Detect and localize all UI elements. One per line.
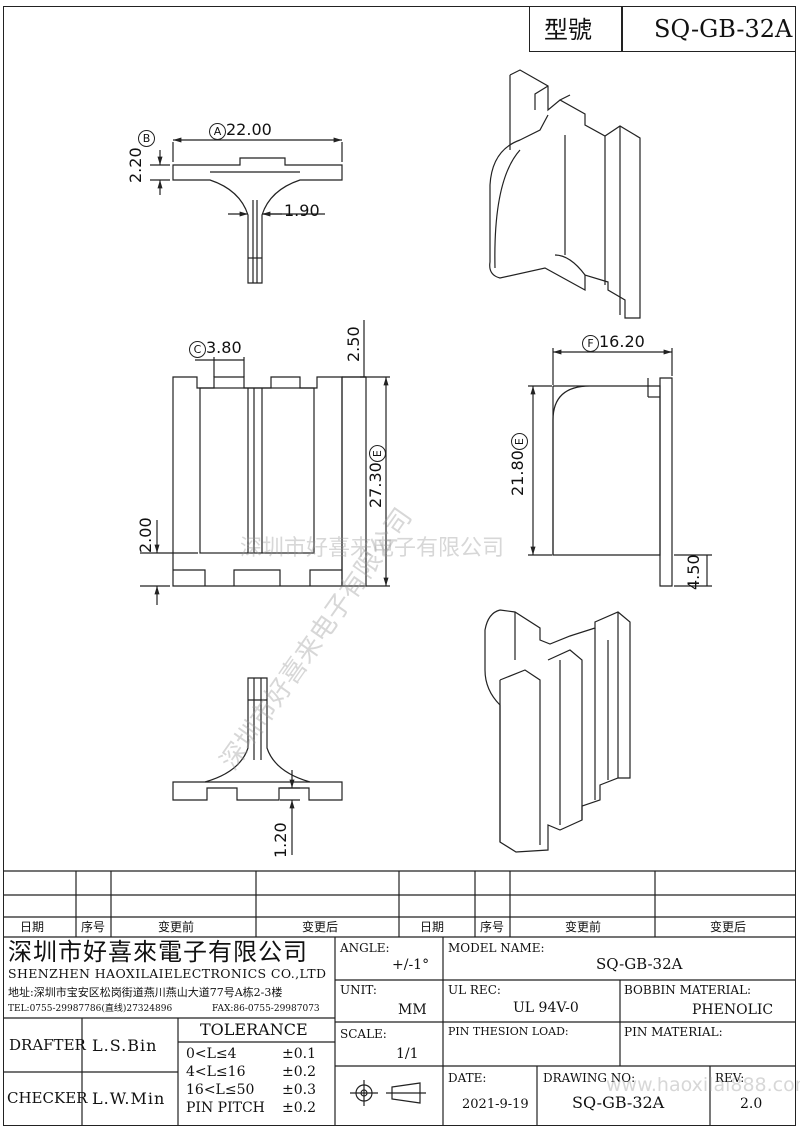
model-header-label: 型號 <box>544 16 592 44</box>
circle-f: F <box>582 335 599 352</box>
scale-label: SCALE: <box>340 1027 387 1041</box>
angle-label: ANGLE: <box>340 941 390 955</box>
tolerance-value-4: ±0.2 <box>282 1100 316 1116</box>
checker-label: CHECKER <box>7 1089 88 1107</box>
circle-a: A <box>209 123 226 140</box>
dim-e-label: 27.30E <box>366 445 386 508</box>
engineering-drawing <box>140 69 712 855</box>
angle-value: +/-1° <box>392 957 430 973</box>
watermark-center: 深圳市好喜来电子有限公司 <box>240 536 505 561</box>
drawing-no-value: SQ-GB-32A <box>572 1093 665 1112</box>
drawing-frame <box>3 6 796 1126</box>
dim-2180-label: 21.80E <box>508 433 528 496</box>
company-name-en: SHENZHEN HAOXILAIELECTRONICS CO.,LTD <box>8 966 327 981</box>
dim-b-value: 2.20 <box>126 147 145 183</box>
model-header-box <box>529 6 796 52</box>
model-name-label: MODEL NAME: <box>448 941 545 955</box>
tolerance-range-3: 16<L≤50 <box>186 1082 255 1098</box>
dim-250-label: 2.50 <box>344 326 363 362</box>
bobbin-material-value: PHENOLIC <box>692 1002 774 1018</box>
ul-rec-label: UL REC: <box>448 983 501 997</box>
company-name-cn: 深圳市好喜來電子有限公司 <box>8 938 308 966</box>
pin-material-label: PIN MATERIAL: <box>624 1025 723 1039</box>
date-label: DATE: <box>448 1071 487 1085</box>
watermark-url: www.haoxilai888.com <box>606 1074 800 1096</box>
rev-header-seq-2: 序号 <box>480 920 505 934</box>
tolerance-value-3: ±0.3 <box>282 1082 316 1098</box>
drafter-value: L.S.Bin <box>92 1036 158 1055</box>
date-value: 2021-9-19 <box>462 1097 529 1112</box>
tolerance-range-4: PIN PITCH <box>186 1100 265 1116</box>
dim-190-label: 1.90 <box>284 201 320 220</box>
unit-label: UNIT: <box>340 983 377 997</box>
rev-header-date-2: 日期 <box>420 920 445 934</box>
top-view <box>150 137 343 284</box>
scale-value: 1/1 <box>396 1046 419 1062</box>
dim-120-label: 1.20 <box>271 822 290 858</box>
rev-value: 2.0 <box>740 1096 763 1112</box>
tolerance-range-2: 4<L≤16 <box>186 1064 246 1080</box>
company-tel: TEL:0755-29987786(直线)27324896 <box>8 1004 173 1014</box>
drafter-label: DRAFTER <box>9 1036 86 1054</box>
pin-load-label: PIN THESION LOAD: <box>448 1025 569 1038</box>
dim-450-label: 4.50 <box>684 554 703 590</box>
rev-header-after-1: 变更后 <box>302 920 339 934</box>
model-header-divider <box>621 6 623 52</box>
unit-value: MM <box>398 1002 427 1018</box>
tolerance-value-1: ±0.1 <box>282 1046 316 1062</box>
rev-header-date-1: 日期 <box>20 920 45 934</box>
ul-rec-value: UL 94V-0 <box>513 1000 579 1016</box>
circle-e: E <box>369 445 386 463</box>
bottom-view <box>172 677 343 855</box>
tolerance-value-2: ±0.2 <box>282 1064 316 1080</box>
checker-value: L.W.Min <box>92 1089 166 1108</box>
rev-header-before-2: 变更前 <box>565 920 602 934</box>
rev-header-after-2: 变更后 <box>710 920 747 934</box>
isometric-view-top <box>489 69 641 319</box>
model-header-value: SQ-GB-32A <box>654 15 793 43</box>
dim-200-label: 2.00 <box>136 517 155 553</box>
dim-b-label: B <box>138 130 155 147</box>
circle-c: C <box>189 341 206 358</box>
circle-b: B <box>138 130 155 147</box>
front-view <box>140 320 390 605</box>
tolerance-title: TOLERANCE <box>200 1020 308 1039</box>
rev-header-before-1: 变更前 <box>158 920 195 934</box>
rev-header-seq-1: 序号 <box>81 920 106 934</box>
bobbin-material-label: BOBBIN MATERIAL: <box>624 983 752 997</box>
rev-label: REV: <box>715 1071 745 1085</box>
tolerance-range-1: 0<L≤4 <box>186 1046 237 1062</box>
circle-e2: E <box>511 433 528 451</box>
side-view <box>528 348 712 587</box>
isometric-view-bottom <box>484 609 631 853</box>
company-fax: FAX:86-0755-29987073 <box>212 1004 320 1014</box>
model-name-value: SQ-GB-32A <box>596 955 683 973</box>
company-address: 地址:深圳市宝安区松岗街道燕川燕山大道77号A栋2-3楼 <box>8 986 283 999</box>
drawing-no-label: DRAWING NO: <box>543 1071 636 1085</box>
